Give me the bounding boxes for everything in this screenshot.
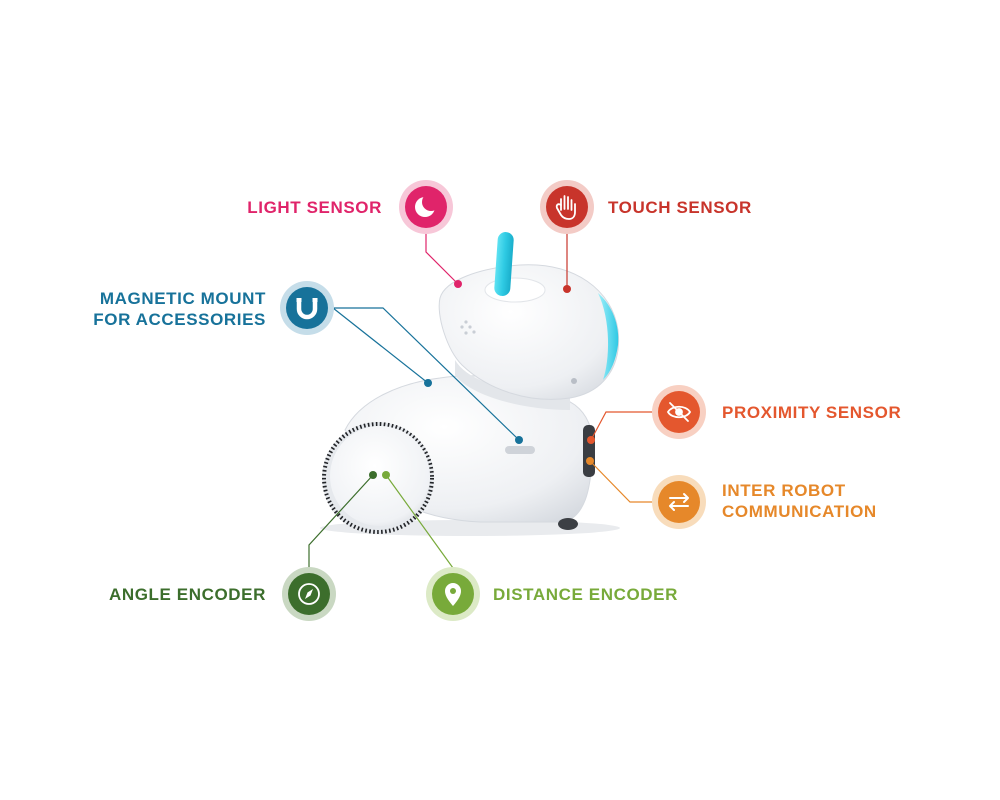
distance-encoder-label: DISTANCE ENCODER [493,584,678,605]
robot-led-band [598,293,619,380]
anchor-dots [369,280,595,479]
angle-encoder-label-text: ANGLE ENCODER [108,585,266,604]
angle-encoder-connector [308,474,374,568]
light-sensor-dot [454,280,462,288]
robot-antenna [494,232,514,296]
inter-robot-connector [589,460,654,503]
inter-robot-label: INTER ROBOT COMMUNICATION [722,480,877,522]
light-sensor-label-text: LIGHT SENSOR [247,198,382,217]
light-sensor-label: LIGHT SENSOR [247,197,382,218]
magnetic-mount-label: MAGNETIC MOUNT FOR ACCESSORIES [93,288,266,330]
magnetic-mount-badge [280,281,334,335]
proximity-sensor-dot [587,436,595,444]
magnetic-mount-connector-b [333,307,520,441]
robot-head-vents [460,320,476,335]
touch-sensor-badge [540,180,594,234]
robot-head-port [571,378,577,384]
proximity-sensor-connector [590,411,654,441]
magnetic-mount-dot-a [424,379,432,387]
proximity-sensor-label: PROXIMITY SENSOR [722,402,901,423]
magnetic-mount-connector-a [332,307,429,384]
magnetic-mount-dot-b [515,436,523,444]
touch-sensor-label-text: TOUCH SENSOR [608,198,752,217]
robot-front-panel [583,425,595,477]
connector-lines [308,233,654,569]
inter-robot-badge [652,475,706,529]
proximity-sensor-label-text: PROXIMITY SENSOR [722,403,902,422]
robot-head [438,264,620,400]
inter-robot-label-line1: INTER ROBOT [722,481,846,500]
magnetic-mount-label-line2: FOR ACCESSORIES [93,310,266,329]
robot-side-slot [505,446,535,454]
light-sensor-badge [399,180,453,234]
map-pin-icon [445,583,461,606]
robot-head-dome [484,277,546,303]
angle-encoder-badge [282,567,336,621]
hand-icon [555,195,576,220]
robot-caster [558,518,578,530]
proximity-sensor-badge [652,385,706,439]
distance-encoder-dot [382,471,390,479]
inter-robot-dot [586,457,594,465]
robot-wheel-tread [322,422,434,534]
magnet-icon [296,298,318,320]
magnetic-mount-label-line1: MAGNETIC MOUNT [99,289,266,308]
distance-encoder-label-text: DISTANCE ENCODER [493,585,678,604]
distance-encoder-badge [426,567,480,621]
swap-arrows-icon [669,493,689,511]
moon-icon [415,193,440,217]
touch-sensor-dot [563,285,571,293]
light-sensor-connector [425,233,459,285]
angle-encoder-label: ANGLE ENCODER [109,584,266,605]
eye-slash-icon [666,402,692,422]
inter-robot-label-line2: COMMUNICATION [722,502,877,521]
touch-sensor-label: TOUCH SENSOR [608,197,752,218]
robot-illustration [320,232,620,536]
distance-encoder-connector [385,474,454,569]
angle-encoder-dot [369,471,377,479]
compass-icon [298,583,320,605]
robot-wheel [330,426,430,526]
